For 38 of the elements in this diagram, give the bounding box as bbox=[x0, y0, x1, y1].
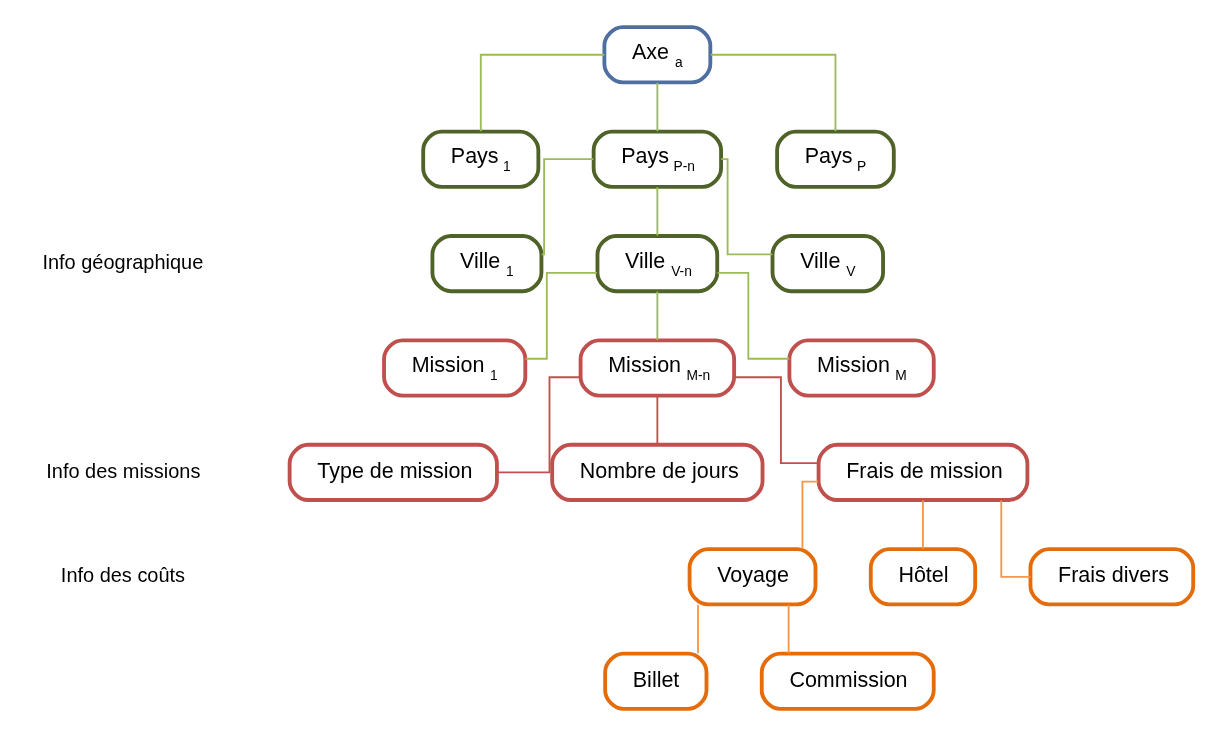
label: Info des missions bbox=[46, 459, 201, 482]
node-box: Ville $_{V}$ bbox=[770, 234, 885, 294]
node-box: Mission $_{M-n}$ bbox=[578, 338, 737, 398]
node-box: Voyage bbox=[687, 547, 818, 607]
node-box: Pays $_{P-n}$ bbox=[591, 129, 723, 189]
connector bbox=[697, 603, 699, 655]
connector bbox=[1000, 499, 1032, 578]
node-box: Mission $_{1}$ bbox=[382, 338, 528, 398]
connector bbox=[656, 186, 659, 237]
node-box: Pays $_{P}$ bbox=[775, 129, 896, 189]
node-box: Billet bbox=[603, 651, 709, 711]
connector bbox=[479, 53, 606, 133]
connector bbox=[801, 480, 820, 550]
node-box: Commission bbox=[759, 651, 936, 711]
node-box: Ville $_{1}$ bbox=[430, 234, 544, 294]
node-box: Frais divers bbox=[1028, 547, 1196, 607]
connector bbox=[787, 603, 790, 655]
connector bbox=[733, 376, 820, 465]
node-box: Frais de mission bbox=[816, 442, 1030, 502]
node-box: Ville $_{V-n}$ bbox=[595, 234, 720, 294]
connector bbox=[524, 271, 598, 360]
label: Info des coûts bbox=[60, 564, 186, 587]
node-box: Hôtel bbox=[868, 547, 978, 607]
connector bbox=[496, 376, 582, 474]
connector bbox=[709, 53, 837, 133]
connector bbox=[540, 158, 595, 256]
node-box: Axe $_{a}$ bbox=[602, 25, 713, 85]
connector bbox=[656, 395, 659, 446]
connector bbox=[922, 499, 924, 550]
connector bbox=[716, 271, 791, 360]
node-box: Type de mission bbox=[287, 442, 499, 502]
connector bbox=[720, 158, 774, 256]
node-box: Pays $_{1}$ bbox=[421, 129, 541, 189]
node-box: Nombre de jours bbox=[550, 442, 765, 502]
connector bbox=[656, 81, 659, 133]
label: Info géographique bbox=[42, 250, 204, 273]
connector bbox=[656, 290, 659, 341]
node-box: Mission $_{M}$ bbox=[787, 338, 936, 398]
